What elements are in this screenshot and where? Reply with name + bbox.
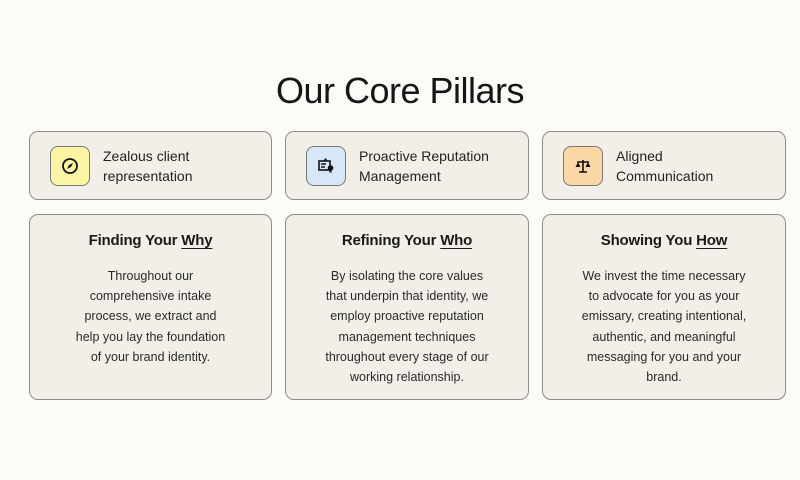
- heading-emphasis: Why: [181, 232, 213, 249]
- pillar-reputation-management: Proactive Reputation Management: [285, 131, 529, 200]
- scale-icon: [563, 145, 603, 186]
- card-heading: Showing You How: [543, 232, 785, 249]
- compass-icon: [50, 145, 90, 186]
- certificate-icon: [306, 145, 346, 186]
- pillar-label: Aligned Communication: [616, 147, 714, 184]
- heading-emphasis: How: [696, 232, 728, 249]
- card-body: By isolating the core values that underp…: [325, 269, 489, 385]
- heading-emphasis: Who: [440, 232, 473, 249]
- card-heading: Refining Your Who: [286, 232, 528, 249]
- pillar-aligned-communication: Aligned Communication: [542, 131, 786, 200]
- card-heading: Finding Your Why: [30, 232, 271, 249]
- heading-text: Finding Your: [88, 232, 182, 249]
- card-body: We invest the time necessary to advocate…: [581, 269, 747, 385]
- card-showing-how: Showing You How We invest the time neces…: [542, 214, 786, 400]
- pillar-label: Zealous client representation: [103, 147, 193, 184]
- card-body: Throughout our comprehensive intake proc…: [75, 269, 226, 364]
- page-title: Our Core Pillars: [275, 70, 525, 111]
- heading-text: Showing You: [600, 232, 697, 249]
- card-finding-why: Finding Your Why Throughout our comprehe…: [29, 214, 272, 400]
- pillar-zealous-representation: Zealous client representation: [29, 131, 272, 200]
- card-refining-who: Refining Your Who By isolating the core …: [285, 214, 529, 400]
- pillar-label: Proactive Reputation Management: [359, 147, 489, 184]
- heading-text: Refining Your: [341, 232, 441, 249]
